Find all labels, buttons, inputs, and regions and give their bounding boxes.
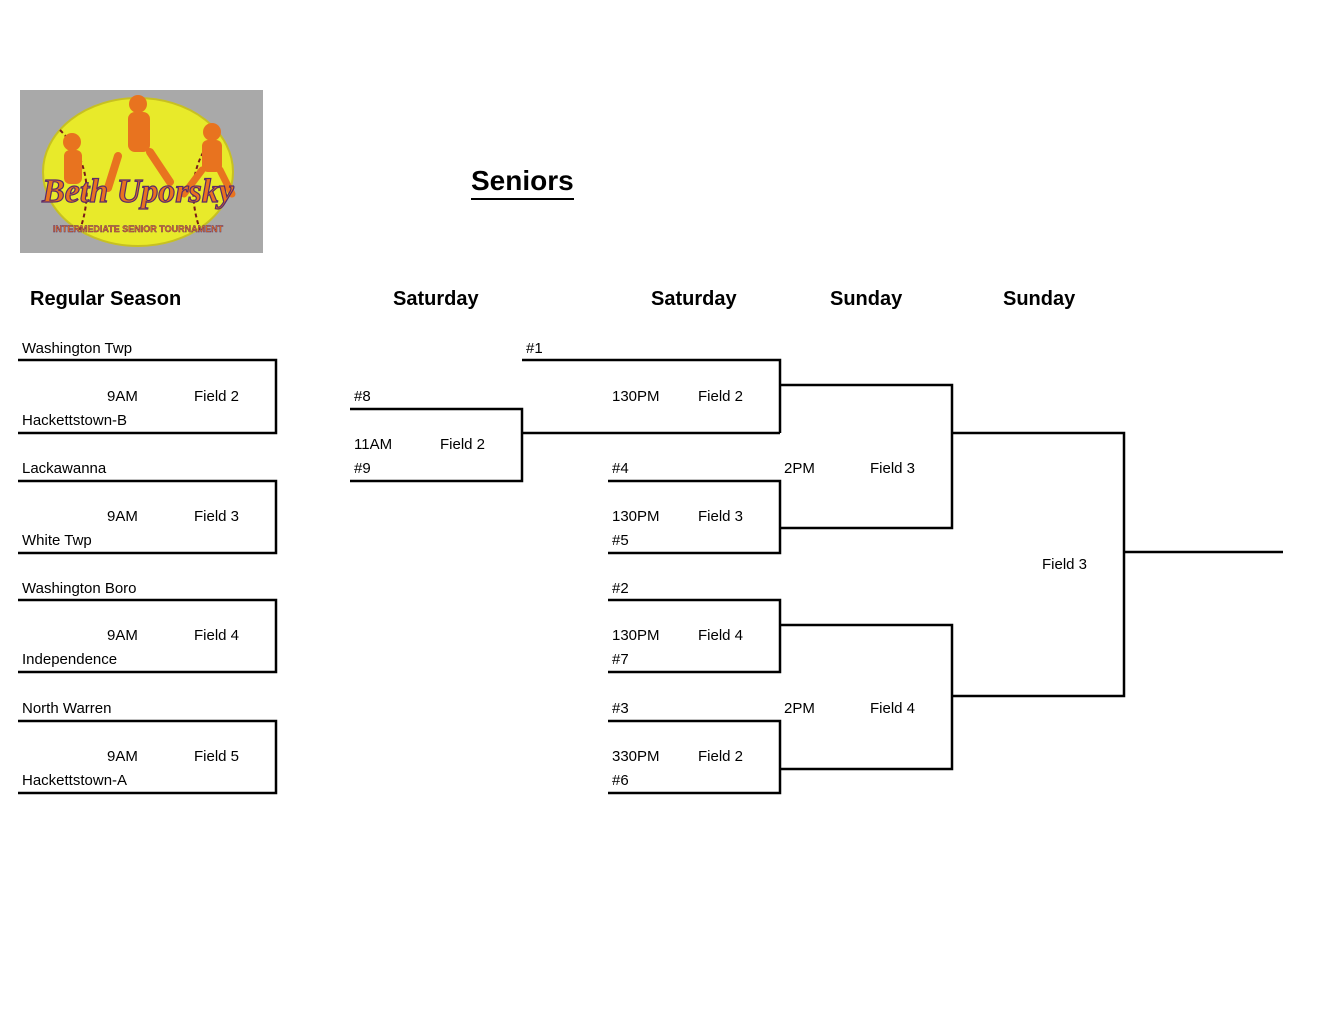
bracket-r1-game3 — [18, 598, 278, 674]
header-sunday-1: Sunday — [830, 288, 903, 310]
tournament-logo: Beth Uporsky INTERMEDIATE SENIOR TOURNAM… — [20, 90, 263, 253]
bracket-playin — [350, 407, 524, 483]
sf1-time: 2PM — [784, 460, 815, 477]
qf3-time: 130PM — [612, 627, 660, 644]
r1-game3-team-bottom: Independence — [22, 651, 118, 668]
qf2-seed-bottom: #5 — [612, 532, 629, 549]
qf3-field: Field 4 — [698, 627, 744, 644]
sf2-time: 2PM — [784, 700, 815, 717]
r1-game3-team-top: Washington Boro — [22, 580, 137, 597]
playin-seed-top: #8 — [354, 388, 371, 405]
playin-seed-bottom: #9 — [354, 460, 371, 477]
logo-title-text: Beth Uporsky — [41, 173, 235, 210]
bracket-qf3 — [608, 598, 782, 674]
r1-game1-field: Field 2 — [194, 388, 240, 405]
r1-game2-team-top: Lackawanna — [22, 460, 107, 477]
header-regular-season: Regular Season — [30, 288, 182, 310]
r1-game2-team-bottom: White Twp — [22, 532, 92, 549]
r1-game4-time: 9AM — [107, 748, 138, 765]
qf1-field: Field 2 — [698, 388, 744, 405]
bracket-r1-game2 — [18, 479, 278, 555]
page-title: Seniors — [471, 164, 574, 200]
qf2-time: 130PM — [612, 508, 660, 525]
bracket-qf2 — [608, 479, 782, 555]
final-field: Field 3 — [1042, 556, 1088, 573]
logo-subtitle-text: INTERMEDIATE SENIOR TOURNAMENT — [53, 224, 224, 234]
r1-game4-field: Field 5 — [194, 748, 240, 765]
header-saturday-2: Saturday — [651, 288, 737, 310]
qf4-seed-bottom: #6 — [612, 772, 629, 789]
r1-game2-field: Field 3 — [194, 508, 240, 525]
r1-game2-time: 9AM — [107, 508, 138, 525]
r1-game3-time: 9AM — [107, 627, 138, 644]
r1-game1-team-bottom: Hackettstown-B — [22, 412, 128, 429]
bracket-r1-game4 — [18, 719, 278, 795]
logo-graphic: Beth Uporsky INTERMEDIATE SENIOR TOURNAM… — [41, 95, 236, 247]
bracket-r1-game1 — [18, 358, 278, 435]
playin-time: 11AM — [354, 436, 393, 453]
bracket-sf1 — [780, 383, 954, 530]
qf3-seed-top: #2 — [612, 580, 629, 597]
header-saturday-1: Saturday — [393, 288, 479, 310]
r1-game1-team-top: Washington Twp — [22, 340, 133, 357]
qf1-time: 130PM — [612, 388, 660, 405]
header-sunday-2: Sunday — [1003, 288, 1076, 310]
qf4-time: 330PM — [612, 748, 660, 765]
bracket-sf2 — [780, 623, 954, 771]
r1-game3-field: Field 4 — [194, 627, 240, 644]
qf4-seed-top: #3 — [612, 700, 629, 717]
qf2-seed-top: #4 — [612, 460, 629, 477]
r1-game4-team-bottom: Hackettstown-A — [22, 772, 128, 789]
sf1-field: Field 3 — [870, 460, 916, 477]
qf4-field: Field 2 — [698, 748, 744, 765]
qf2-field: Field 3 — [698, 508, 744, 525]
playin-field: Field 2 — [440, 436, 486, 453]
bracket-qf4 — [608, 719, 782, 795]
r1-game1-time: 9AM — [107, 388, 138, 405]
sf2-field: Field 4 — [870, 700, 916, 717]
bracket-final — [952, 431, 1126, 698]
qf1-seed-top: #1 — [526, 340, 543, 357]
bracket-qf1 — [522, 358, 782, 433]
qf3-seed-bottom: #7 — [612, 651, 629, 668]
r1-game4-team-top: North Warren — [22, 700, 112, 717]
